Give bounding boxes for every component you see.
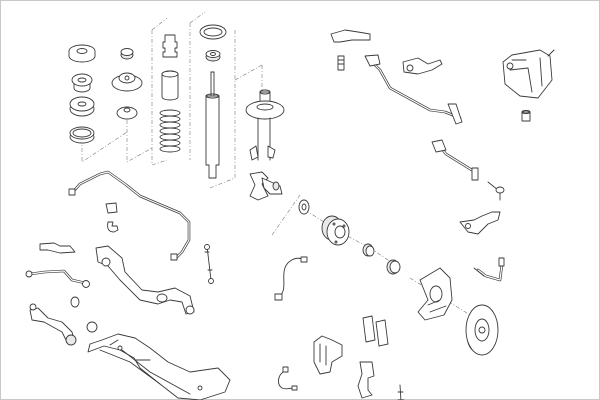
spring-seat[interactable] xyxy=(69,96,95,117)
stabilizer-clamp[interactable] xyxy=(107,221,119,233)
nut[interactable] xyxy=(120,48,134,60)
brake-caliper[interactable] xyxy=(313,335,343,375)
spring-insulator-ring[interactable] xyxy=(199,24,227,40)
tie-rod-arm[interactable] xyxy=(25,269,90,288)
tie-rod-end[interactable] xyxy=(487,181,505,201)
front-subframe[interactable] xyxy=(87,333,231,400)
washer[interactable] xyxy=(116,106,138,120)
bump-stop[interactable] xyxy=(162,34,178,58)
steering-arm-small[interactable] xyxy=(330,29,371,43)
strut-mount[interactable] xyxy=(111,72,143,92)
abs-sensor[interactable] xyxy=(274,256,308,301)
steering-knuckle[interactable] xyxy=(249,171,283,201)
pitman-arm[interactable] xyxy=(459,211,501,235)
idler-arm[interactable] xyxy=(402,57,443,75)
stabilizer-bar[interactable] xyxy=(68,170,191,261)
shock-absorber[interactable] xyxy=(205,71,220,179)
control-arm[interactable] xyxy=(29,303,77,346)
strut-bearing[interactable] xyxy=(71,73,93,93)
wishbone-bracket[interactable] xyxy=(39,242,76,254)
hub-nut[interactable] xyxy=(362,243,375,257)
control-arm-bushing[interactable] xyxy=(86,321,98,333)
rubber-mount[interactable] xyxy=(70,296,80,308)
shock-bushing[interactable] xyxy=(205,50,221,62)
brake-backing-plate[interactable] xyxy=(417,267,453,321)
assembly-guide-lines xyxy=(81,11,476,319)
brake-disc[interactable] xyxy=(465,304,499,356)
caliper-bracket[interactable] xyxy=(357,361,375,399)
strut-top-mount[interactable] xyxy=(68,44,96,63)
gearbox-bushing[interactable] xyxy=(521,110,531,122)
strut-assembly[interactable] xyxy=(245,89,285,161)
dust-boot[interactable] xyxy=(161,70,179,101)
spring-pad-ring[interactable] xyxy=(69,126,95,144)
bolt-sleeve[interactable] xyxy=(337,55,345,71)
dust-cap[interactable] xyxy=(386,259,401,275)
wheel-hub[interactable] xyxy=(321,215,350,246)
wheel-bearing-seal[interactable] xyxy=(298,199,310,215)
stabilizer-link[interactable] xyxy=(204,244,214,284)
lower-control-arm[interactable] xyxy=(95,245,195,315)
coil-spring[interactable] xyxy=(159,109,181,155)
brake-hose[interactable] xyxy=(473,257,505,282)
pad-wear-sensor[interactable] xyxy=(278,366,298,391)
anti-rattle-spring[interactable] xyxy=(397,384,405,400)
stabilizer-bushing[interactable] xyxy=(105,202,118,214)
steering-gearbox[interactable] xyxy=(502,49,555,99)
center-tie-rod[interactable] xyxy=(364,54,463,125)
side-tie-rod[interactable] xyxy=(431,139,479,181)
brake-pads[interactable] xyxy=(362,315,389,347)
